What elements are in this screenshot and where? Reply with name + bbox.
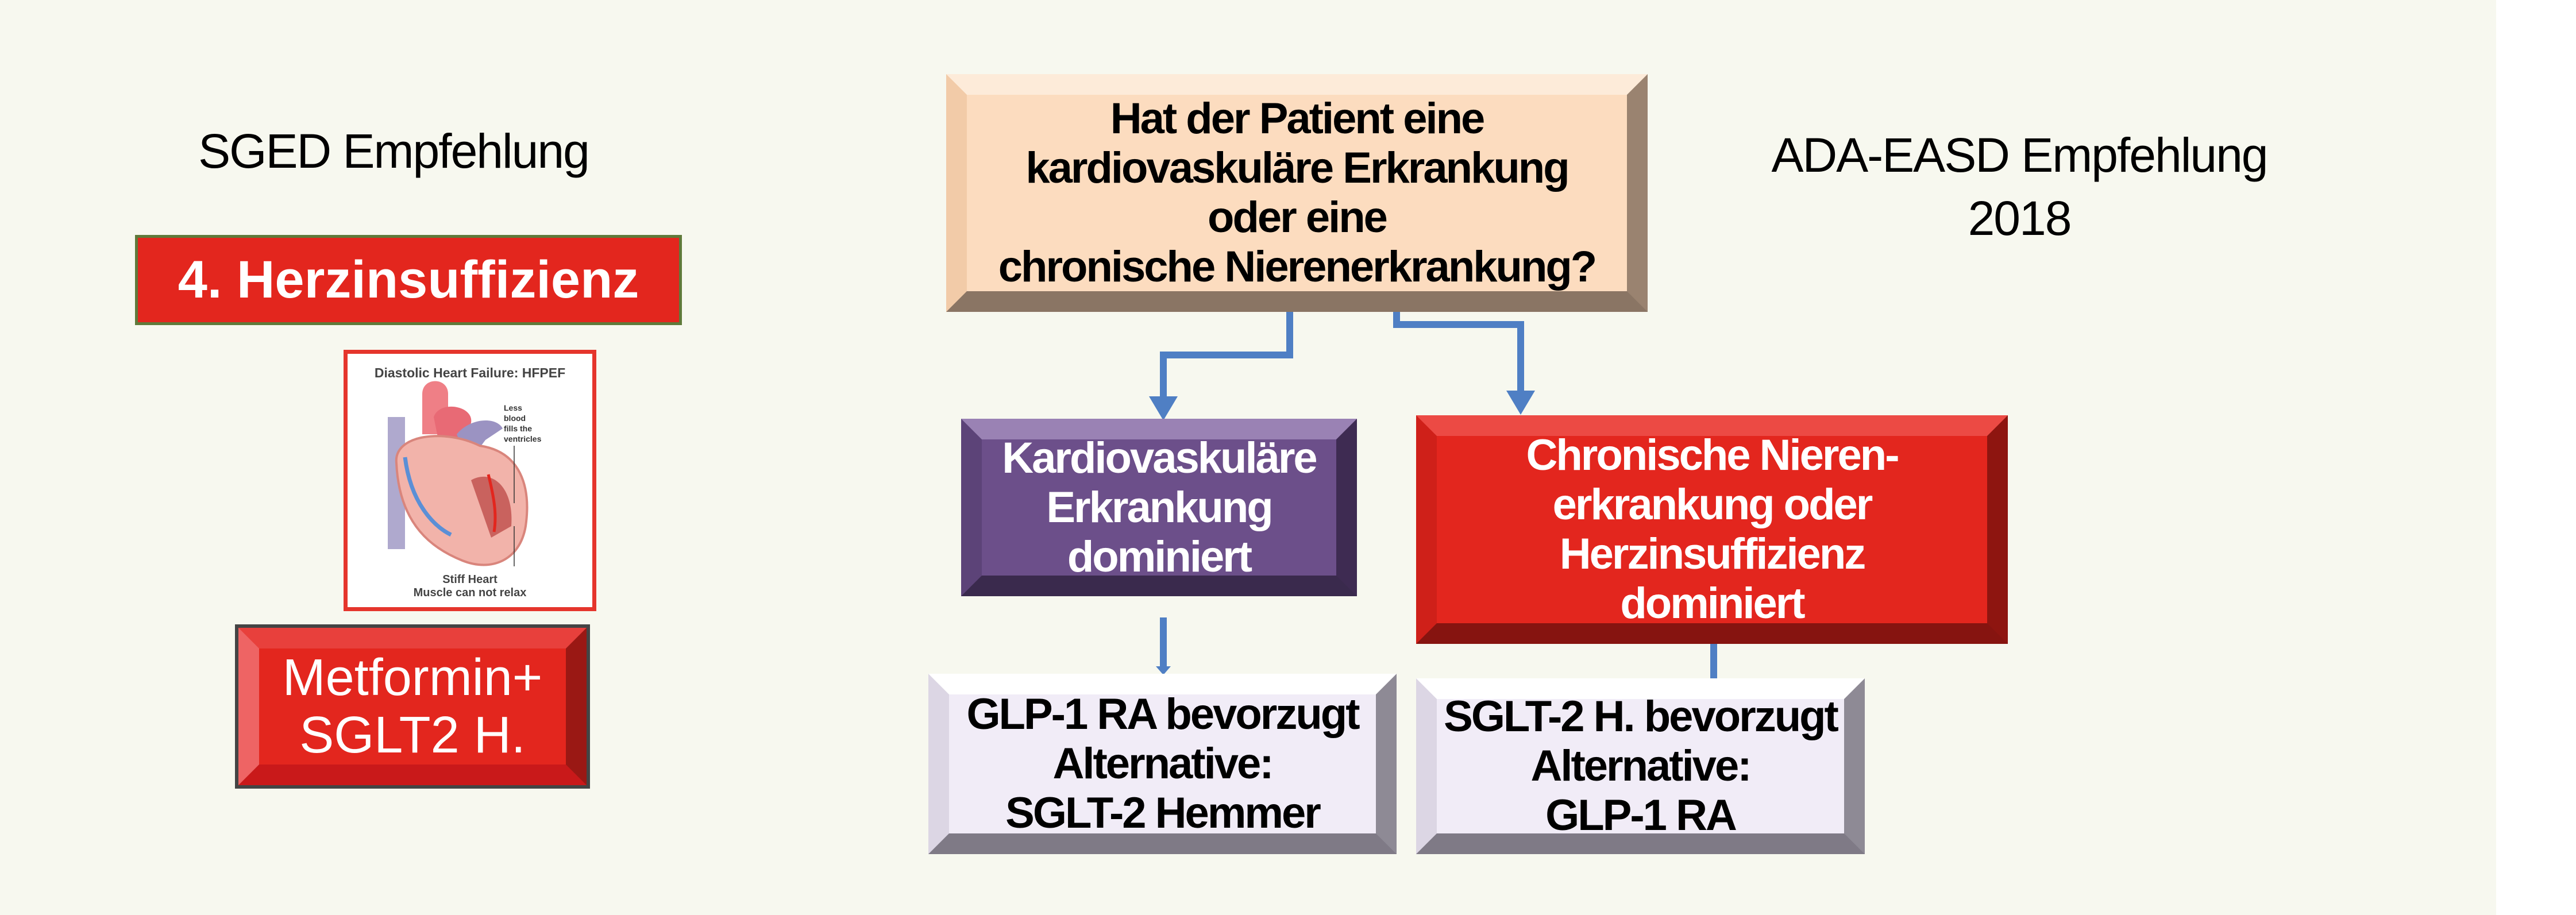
figure-title: Diastolic Heart Failure: HFPEF xyxy=(374,365,566,380)
caption-line: Muscle can not relax xyxy=(413,586,527,599)
heart-failure-figure: Diastolic Heart Failure: HFPEF Less bloo… xyxy=(344,350,596,611)
result-line: SGLT-2 Hemmer xyxy=(1005,789,1321,837)
figure-caption: Stiff Heart Muscle can not relax xyxy=(348,573,592,600)
result-line: Alternative: xyxy=(1052,739,1274,788)
branch-line: Erkrankung xyxy=(1046,482,1273,532)
ada-easd-heading: ADA-EASD Empfehlung 2018 xyxy=(1741,123,2298,250)
annotation-line: blood xyxy=(504,414,526,423)
therapy-line: SGLT2 H. xyxy=(299,706,526,764)
branch-line: Chronische Nieren- xyxy=(1526,431,1899,480)
question-line: chronische Nierenerkrankung? xyxy=(998,242,1597,291)
caption-line: Stiff Heart xyxy=(442,573,498,586)
result-sglt2: SGLT-2 H. bevorzugt Alternative: GLP-1 R… xyxy=(1416,678,1865,854)
arrowhead-icon xyxy=(1149,396,1178,420)
result-line: GLP-1 RA bevorzugt xyxy=(966,690,1360,739)
therapy-line: Metformin+ xyxy=(282,649,543,706)
arrow-to-cv xyxy=(1160,312,1293,402)
figure-annotation: Less blood fills the ventricles xyxy=(504,403,541,444)
question-box: Hat der Patient eine kardiovaskuläre Erk… xyxy=(946,74,1648,312)
annotation-line: Less xyxy=(504,403,522,412)
branch-cardiovascular: Kardiovaskuläre Erkrankung dominiert xyxy=(961,419,1357,596)
sged-heading: SGED Empfehlung xyxy=(198,124,590,178)
branch-line: dominiert xyxy=(1067,532,1252,581)
branch-kidney-heart-failure: Chronische Nieren- erkrankung oder Herzi… xyxy=(1416,415,2008,644)
branch-line: erkrankung oder xyxy=(1552,480,1873,529)
arrowhead-icon xyxy=(1156,666,1171,675)
heart-illustration-icon xyxy=(388,381,529,566)
question-line: oder eine xyxy=(1208,193,1388,242)
result-line: SGLT-2 H. bevorzugt xyxy=(1444,692,1839,741)
arrowhead-icon xyxy=(1506,391,1535,415)
result-glp1: GLP-1 RA bevorzugt Alternative: SGLT-2 H… xyxy=(928,674,1397,854)
category-herzinsuffizienz: 4. Herzinsuffizienz xyxy=(135,235,682,325)
heading-year: 2018 xyxy=(1968,191,2072,245)
therapy-metformin-sglt2: Metformin+ SGLT2 H. xyxy=(235,624,590,789)
result-line: Alternative: xyxy=(1530,742,1752,790)
question-line: kardiovaskuläre Erkrankung xyxy=(1025,144,1569,192)
result-line: GLP-1 RA xyxy=(1545,791,1737,840)
branch-line: dominiert xyxy=(1620,579,1805,628)
annotation-line: ventricles xyxy=(504,434,542,443)
heading-line: ADA-EASD Empfehlung xyxy=(1771,128,2268,182)
question-line: Hat der Patient eine xyxy=(1110,94,1486,143)
branch-line: Kardiovaskuläre xyxy=(1002,433,1317,482)
branch-line: Herzinsuffizienz xyxy=(1559,530,1866,578)
annotation-line: fills the xyxy=(504,424,533,433)
